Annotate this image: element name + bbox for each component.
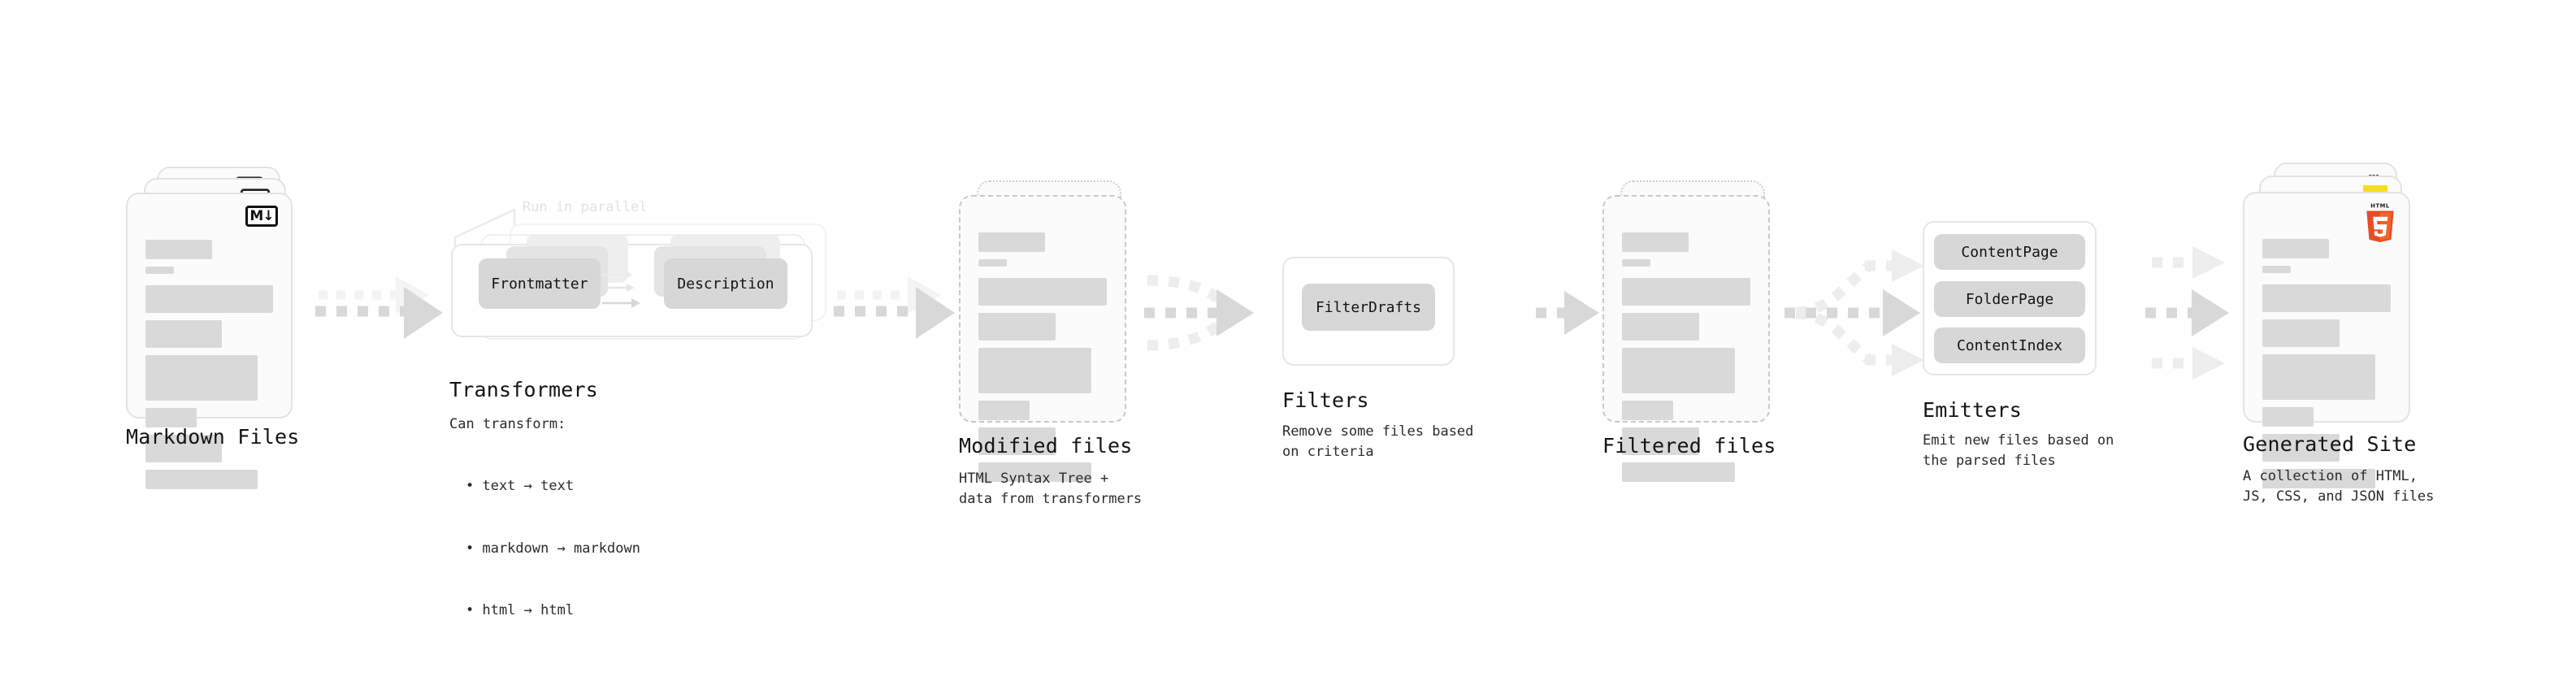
stage-subtitle-filters: Remove some files based on criteria (1282, 423, 1474, 460)
stage-filtered-files: Filtered files (1602, 180, 1777, 482)
skeleton-bar (1622, 462, 1736, 482)
transform-list-item: • markdown → markdown (466, 540, 640, 557)
markdown-icon: M↓ (245, 206, 278, 227)
connector-transformers-to-modified (834, 276, 955, 339)
skeleton-bar (1622, 232, 1689, 252)
skeleton-bar (145, 285, 273, 313)
transform-list-item: • text → text (466, 478, 575, 494)
skeleton-bar (145, 408, 197, 427)
filtered-doc-stack (1602, 180, 1777, 482)
skeleton-bar (1622, 401, 1674, 420)
svg-text:HTML: HTML (2370, 202, 2390, 209)
stage-title-markdown-files: Markdown Files (126, 425, 300, 449)
stage-title-emitters: Emitters (1923, 398, 2023, 422)
skeleton-bar (2262, 239, 2330, 258)
skeleton-bar (2262, 319, 2340, 347)
skeleton-bar (145, 240, 212, 259)
skeleton-bar (978, 427, 1056, 455)
chip-contentindex[interactable]: ContentIndex (1934, 327, 2085, 363)
doc-front: HTML (2243, 192, 2410, 488)
chip-contentpage[interactable]: ContentPage (1934, 234, 2085, 270)
stage-subtitle-generated-site: A collection of HTML, JS, CSS, and JSON … (2243, 468, 2435, 505)
chip-frontmatter[interactable]: Frontmatter (479, 258, 601, 309)
doc-front (1602, 195, 1770, 482)
chip-folderpage[interactable]: FolderPage (1934, 281, 2085, 317)
transformer-inner-arrows (602, 271, 640, 308)
transformers-capability-list: • text → text • markdown → markdown • ht… (466, 435, 640, 663)
doc-front (959, 195, 1126, 482)
stage-subtitle-emitters: Emit new files based on the parsed files (1923, 432, 2114, 469)
skeleton-bar (978, 462, 1092, 482)
skeleton-bar (2262, 434, 2340, 462)
stage-generated-site: CSS HTML (2243, 163, 2434, 505)
skeleton-bar (2262, 266, 2291, 273)
skeleton-bar (145, 435, 223, 462)
skeleton-bar (145, 470, 258, 489)
doc-skeleton (1622, 232, 1750, 489)
skeleton-bar (145, 267, 174, 274)
skeleton-bar (2262, 469, 2376, 488)
markdown-icon-glyph: M↓ (245, 206, 278, 227)
skeleton-bar (978, 348, 1092, 393)
doc-skeleton (2262, 239, 2391, 496)
skeleton-bar (978, 232, 1046, 252)
connector-markdown-to-transformers (315, 276, 443, 339)
html5-icon: HTML (2366, 202, 2394, 242)
skeleton-bar (2262, 354, 2376, 400)
skeleton-bar (1622, 313, 1699, 340)
generated-doc-stack: CSS HTML (2243, 163, 2418, 488)
skeleton-bar (978, 278, 1107, 306)
stage-title-filtered-files: Filtered files (1602, 434, 1776, 458)
skeleton-bar (1622, 348, 1736, 393)
markdown-doc-stack: M↓ M↓ M↓ (126, 167, 301, 489)
transform-list-item: • html → html (466, 602, 575, 618)
run-in-parallel-note: Run in parallel (523, 199, 648, 215)
connector-filtered-to-emitters (1785, 249, 1924, 376)
skeleton-bar (2262, 284, 2391, 312)
skeleton-bar (145, 320, 223, 348)
connector-emitters-to-site (2145, 246, 2229, 380)
stage-title-filters: Filters (1282, 388, 1369, 412)
skeleton-bar (145, 355, 258, 401)
stage-modified-files: Modified files HTML Syntax Tree + data f… (959, 180, 1142, 507)
skeleton-bar (1622, 278, 1750, 306)
skeleton-bar (1622, 427, 1699, 455)
stage-subtitle-modified-files: HTML Syntax Tree + data from transformer… (959, 471, 1143, 507)
stage-title-generated-site: Generated Site (2243, 432, 2417, 456)
stage-title-transformers: Transformers (449, 378, 599, 401)
chip-description[interactable]: Description (664, 258, 787, 309)
skeleton-bar (1622, 259, 1650, 267)
stage-markdown-files: M↓ M↓ M↓ Ma (126, 167, 301, 489)
skeleton-bar (978, 401, 1030, 420)
chip-filterdrafts[interactable]: FilterDrafts (1302, 284, 1435, 331)
connector-modified-to-filters (1144, 275, 1254, 351)
stage-subtitle-transformers: Can transform: (449, 416, 566, 432)
modified-doc-stack (959, 180, 1134, 482)
doc-front: M↓ (126, 193, 293, 489)
connector-filters-to-filtered (1536, 291, 1599, 335)
stage-title-modified-files: Modified files (959, 434, 1133, 458)
doc-skeleton (978, 232, 1107, 489)
skeleton-bar (2262, 407, 2314, 427)
skeleton-bar (978, 259, 1007, 267)
doc-skeleton (145, 240, 273, 497)
skeleton-bar (978, 313, 1056, 340)
